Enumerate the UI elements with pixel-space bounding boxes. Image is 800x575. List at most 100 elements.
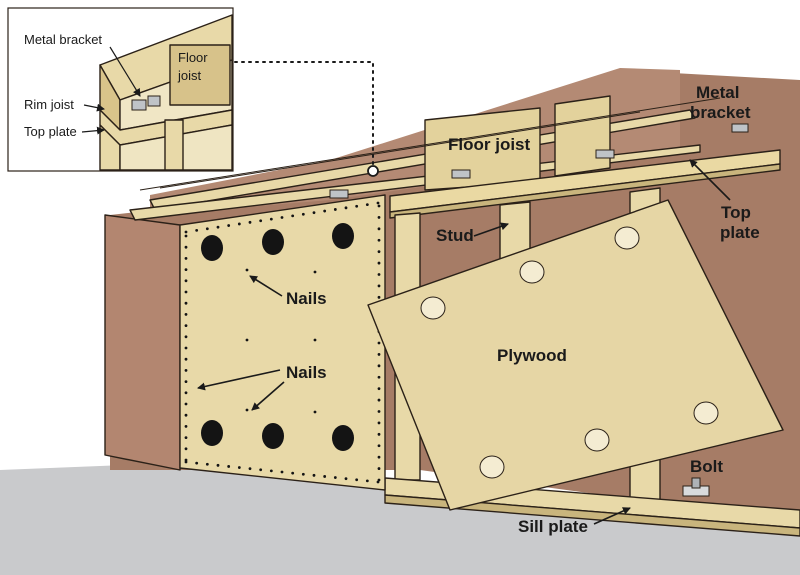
nail-dot xyxy=(377,410,381,413)
nail-dot xyxy=(184,230,188,234)
plywood-hole xyxy=(420,296,446,320)
metal-brackets xyxy=(329,123,749,199)
nail-dot xyxy=(245,408,249,412)
nail-dot xyxy=(291,214,295,218)
nail-dot xyxy=(227,465,231,468)
nail-dot xyxy=(184,447,188,451)
nail-dot xyxy=(184,313,188,316)
nail-dot xyxy=(184,335,188,339)
metal-bracket-label-2: bracket xyxy=(690,103,751,122)
nail-dot xyxy=(248,467,252,471)
nail-dot xyxy=(184,257,188,260)
nail-dot xyxy=(377,295,381,299)
inset-rim-joist-label: Rim joist xyxy=(24,97,74,112)
nails-arrow-upper xyxy=(249,275,283,297)
tilted-plywood-sheet xyxy=(367,199,784,511)
plywood-label: Plywood xyxy=(497,346,567,365)
nail-dot xyxy=(377,273,381,276)
nail-dot xyxy=(323,475,327,478)
nail-dot xyxy=(237,222,241,226)
nail-dot xyxy=(184,402,188,406)
nail-dot xyxy=(333,208,337,211)
nail-dot xyxy=(248,220,252,224)
nail-dot xyxy=(291,471,295,475)
nail-dot xyxy=(259,219,263,223)
top-plate-label-2: plate xyxy=(720,223,760,242)
nail-dot xyxy=(245,338,249,342)
inset-floor-joist-label-1: Floor xyxy=(178,50,208,65)
nails-label-lower: Nails xyxy=(286,363,327,382)
nail-dots xyxy=(184,201,381,484)
nail-dot xyxy=(184,324,188,327)
nail-dot xyxy=(205,462,209,466)
nail-dot xyxy=(280,216,284,219)
nail-dot xyxy=(313,338,317,342)
nail-dot xyxy=(184,413,188,417)
nails-arrow-lower-1 xyxy=(197,369,281,391)
access-hole xyxy=(201,235,223,261)
nail-dot xyxy=(195,228,199,232)
plywood-hole xyxy=(479,455,505,479)
nail-dot xyxy=(313,410,317,414)
nail-dot xyxy=(205,227,209,231)
nails-label-upper: Nails xyxy=(286,289,327,308)
nail-dot xyxy=(312,473,316,477)
nail-dot xyxy=(184,436,188,439)
nail-dot xyxy=(377,444,381,448)
nail-dot xyxy=(377,284,381,288)
inset-metal-bracket-label: Metal bracket xyxy=(24,32,102,47)
nail-dot xyxy=(312,211,316,215)
nail-dot xyxy=(377,455,381,459)
access-hole xyxy=(201,420,223,446)
nail-dot xyxy=(184,391,188,395)
plywood-hole xyxy=(693,401,719,425)
top-plate-label-1: Top xyxy=(721,203,751,222)
bolt-hardware xyxy=(682,477,710,497)
stud-arrow xyxy=(473,222,509,237)
nail-dot xyxy=(377,341,381,345)
left-wall xyxy=(104,214,181,471)
nail-dot xyxy=(184,301,188,305)
nails-arrow-lower-2 xyxy=(251,381,285,411)
nail-dot xyxy=(313,270,317,274)
nail-dot xyxy=(377,261,381,265)
access-hole xyxy=(262,229,284,255)
nail-dot xyxy=(184,234,188,238)
inset-detail: Metal bracket Floor joist Rim joist Top … xyxy=(7,7,234,172)
nail-dot xyxy=(377,227,381,231)
nail-dot xyxy=(301,472,305,476)
floor-slab xyxy=(0,462,800,575)
top-plate-arrow xyxy=(689,159,731,201)
nail-dot xyxy=(377,250,381,254)
plywood-hole xyxy=(584,428,610,452)
nail-dot xyxy=(184,346,188,350)
nail-dot xyxy=(377,216,381,219)
nail-dot xyxy=(377,478,381,482)
floor-joists xyxy=(129,95,721,221)
nail-dot xyxy=(377,421,381,425)
access-hole xyxy=(332,223,354,249)
nail-dot xyxy=(184,458,188,462)
plywood-hole xyxy=(614,226,640,250)
stud-label: Stud xyxy=(436,226,474,245)
nail-dot xyxy=(184,290,188,294)
nail-dot xyxy=(245,268,249,272)
nail-dot xyxy=(237,466,241,469)
bolt-label: Bolt xyxy=(690,457,723,476)
nail-dot xyxy=(355,204,359,208)
attached-plywood-panel xyxy=(179,194,386,491)
sill-plate-arrow xyxy=(593,507,631,525)
nail-dot xyxy=(377,238,381,242)
inset-leader xyxy=(234,61,374,166)
nail-dot xyxy=(301,212,305,216)
access-hole xyxy=(262,423,284,449)
nail-dot xyxy=(280,470,284,474)
nail-dot xyxy=(377,467,381,470)
inset-floor-joist-label-2: joist xyxy=(177,68,202,83)
nail-dot xyxy=(355,478,359,482)
nail-dot xyxy=(184,460,188,464)
nail-dot xyxy=(216,225,220,229)
callout-circle xyxy=(367,165,379,177)
nail-dot xyxy=(344,206,348,210)
